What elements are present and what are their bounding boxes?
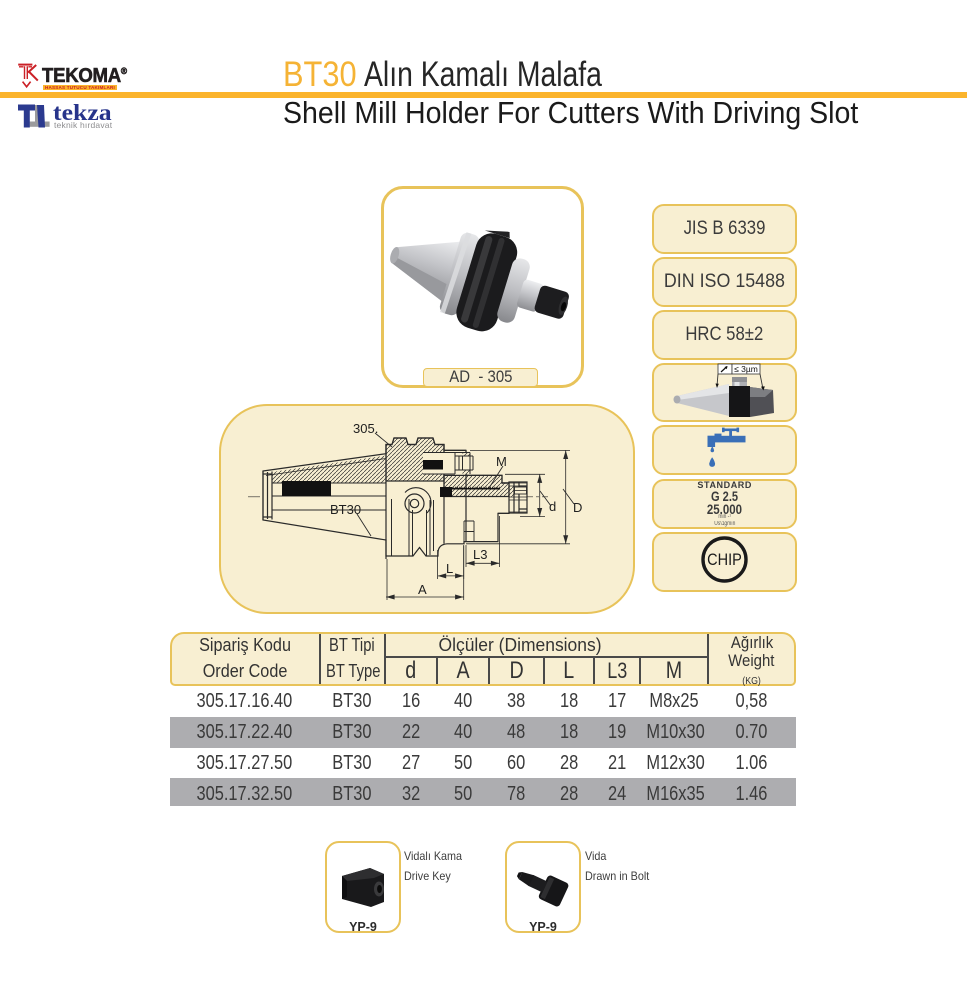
svg-text:≤ 3µm: ≤ 3µm xyxy=(734,364,758,374)
svg-text:d: d xyxy=(549,499,556,514)
svg-text:D: D xyxy=(573,500,582,515)
svg-text:A: A xyxy=(418,582,427,597)
svg-text:YP-9: YP-9 xyxy=(349,920,377,933)
svg-text:305.: 305. xyxy=(353,421,378,436)
svg-text:CHIP: CHIP xyxy=(707,551,742,569)
svg-text:M: M xyxy=(496,454,507,469)
svg-text:L: L xyxy=(446,561,453,576)
svg-text:L3: L3 xyxy=(473,547,487,562)
svg-text:YP-9: YP-9 xyxy=(529,920,557,933)
svg-text:BT30: BT30 xyxy=(330,502,361,517)
